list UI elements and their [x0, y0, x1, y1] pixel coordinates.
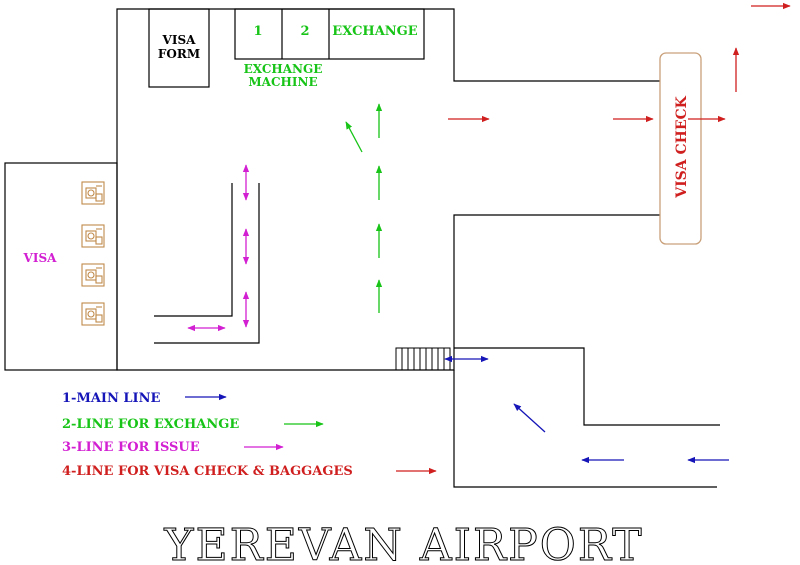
arrow-icon — [513, 403, 546, 433]
exchange-line-arrows — [345, 103, 383, 313]
visa-check-booth — [659, 52, 702, 245]
visa-form-label: VISA — [162, 33, 197, 47]
exchange-machine-label-2: MACHINE — [248, 75, 317, 89]
visa-check-label: VISA CHECK — [674, 95, 690, 198]
page-title: YEREVAN AIRPORT — [163, 520, 643, 565]
visa-form-room-wall — [148, 8, 210, 88]
queue-barrier-inner — [154, 183, 260, 344]
legend-item-issue: 3-LINE FOR ISSUE — [62, 440, 200, 455]
exchange-machine-label: EXCHANGE — [244, 62, 323, 76]
walls — [4, 8, 720, 488]
main-hall-wall — [116, 8, 660, 163]
main-hall-wall-lower — [116, 163, 660, 371]
arrow-icon — [345, 121, 363, 153]
exchange-window-2: 2 — [300, 24, 309, 39]
desk-icon — [81, 181, 105, 326]
exchange-window-1: 1 — [253, 24, 262, 39]
visa-label: VISA — [23, 251, 58, 265]
queue-barrier-outer — [154, 183, 233, 317]
legend-item-visa-check: 4-LINE FOR VISA CHECK & BAGGAGES — [62, 464, 353, 479]
visa-check-line-arrows — [448, 2, 791, 123]
legend-item-main: 1-MAIN LINE — [62, 391, 161, 406]
corridor-wall-lower — [453, 370, 717, 488]
visa-form-label-2: FORM — [158, 47, 200, 61]
visa-room-wall — [4, 162, 118, 371]
legend-item-exchange: 2-LINE FOR EXCHANGE — [62, 417, 239, 432]
stairs-icon — [395, 347, 451, 371]
main-line-arrows — [444, 355, 729, 464]
legend: 1-MAIN LINE 2-LINE FOR EXCHANGE 3-LINE F… — [62, 391, 437, 479]
issue-line-arrows — [187, 164, 250, 332]
exchange-label: EXCHANGE — [332, 24, 417, 39]
corridor-wall-upper — [454, 347, 720, 426]
